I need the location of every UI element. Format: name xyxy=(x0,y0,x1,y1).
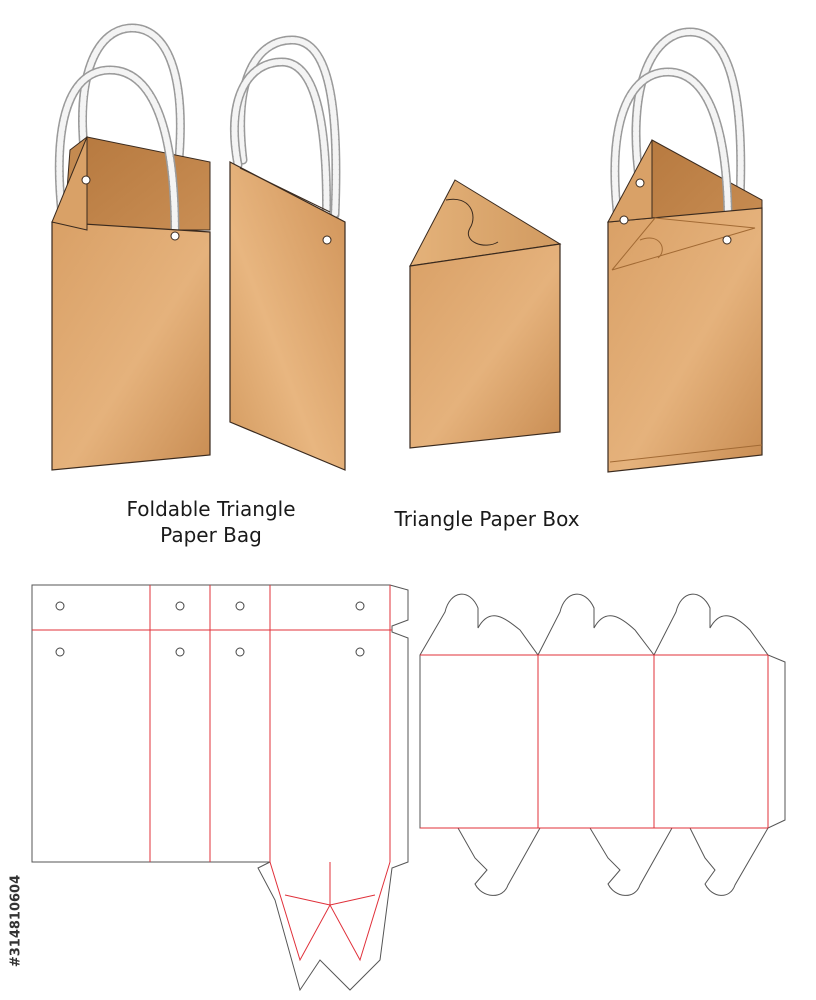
bag-side-view xyxy=(229,35,346,471)
bag-side-panel xyxy=(607,139,653,223)
fold-line xyxy=(284,894,331,906)
bag-dieline xyxy=(31,584,409,992)
eyelet-icon xyxy=(322,235,332,245)
eyelet-icon xyxy=(722,235,732,245)
punch-hole-icon xyxy=(355,647,365,657)
bag-caption: Foldable Triangle Paper Bag xyxy=(96,496,326,548)
punch-hole-icon xyxy=(55,647,65,657)
punch-hole-icon xyxy=(55,601,65,611)
bag-caption-line2: Paper Bag xyxy=(160,523,262,547)
stock-id: #314810604 xyxy=(4,866,28,976)
cut-line xyxy=(31,584,409,992)
bag-front-panel xyxy=(607,207,763,473)
box-front-face xyxy=(409,243,561,449)
stock-id-text: #314810604 xyxy=(8,874,24,968)
punch-hole-icon xyxy=(355,601,365,611)
bag-with-box xyxy=(607,27,763,473)
box-caption: Triangle Paper Box xyxy=(394,507,580,531)
bag-inner-panel xyxy=(86,136,211,231)
punch-hole-icon xyxy=(175,601,185,611)
box-dieline xyxy=(419,593,786,896)
eyelet-icon xyxy=(635,178,645,188)
eyelet-icon xyxy=(170,231,180,241)
punch-hole-icon xyxy=(235,601,245,611)
fold-line xyxy=(329,894,376,906)
bag-side-panel xyxy=(229,161,346,471)
bag-front-view xyxy=(51,23,211,471)
triangle-box xyxy=(409,179,562,449)
bag-front-panel xyxy=(51,221,211,471)
punch-hole-icon xyxy=(175,647,185,657)
box-outline-visible xyxy=(611,217,756,271)
box-lock-tab xyxy=(445,198,499,246)
eyelet-icon xyxy=(619,215,629,225)
cut-line xyxy=(419,593,786,896)
punch-hole-icon xyxy=(235,647,245,657)
bag-caption-line1: Foldable Triangle xyxy=(126,497,296,521)
eyelet-icon xyxy=(81,175,91,185)
